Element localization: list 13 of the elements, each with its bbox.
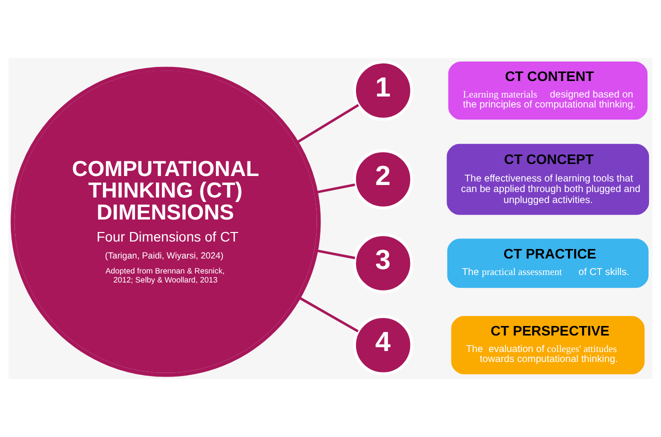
connector <box>296 104 360 144</box>
connector <box>316 184 356 194</box>
node-circle: 4 <box>353 315 414 376</box>
node-box: CT PRACTICE The practical assessment of CT skills. <box>447 238 649 288</box>
connector <box>298 296 359 332</box>
node-box: CT PERSPECTIVE The evaluation of colleges' attitudes towards computational thinking. <box>451 316 645 374</box>
node-circle: 1 <box>353 60 414 121</box>
node-circle: COMPUTATIONAL THINKING (CT) DIMENSIONS Four Dimensions of CT (Tarigan, Paidi, Wiyarsi, 2024) Adopted from Brennan & Resnick, 2012; Selby & Woollard, 2013 <box>10 66 321 377</box>
node-box: CT CONCEPT The effectiveness of learning tools that can be applied through both plugged and unplugged activities. <box>446 144 650 215</box>
connector <box>316 249 356 260</box>
node-circle: 3 <box>353 233 414 294</box>
node-box: CT CONTENT Learning materials designed based on the principles of computational thinking. <box>448 61 648 120</box>
node-circle: 2 <box>353 149 414 210</box>
